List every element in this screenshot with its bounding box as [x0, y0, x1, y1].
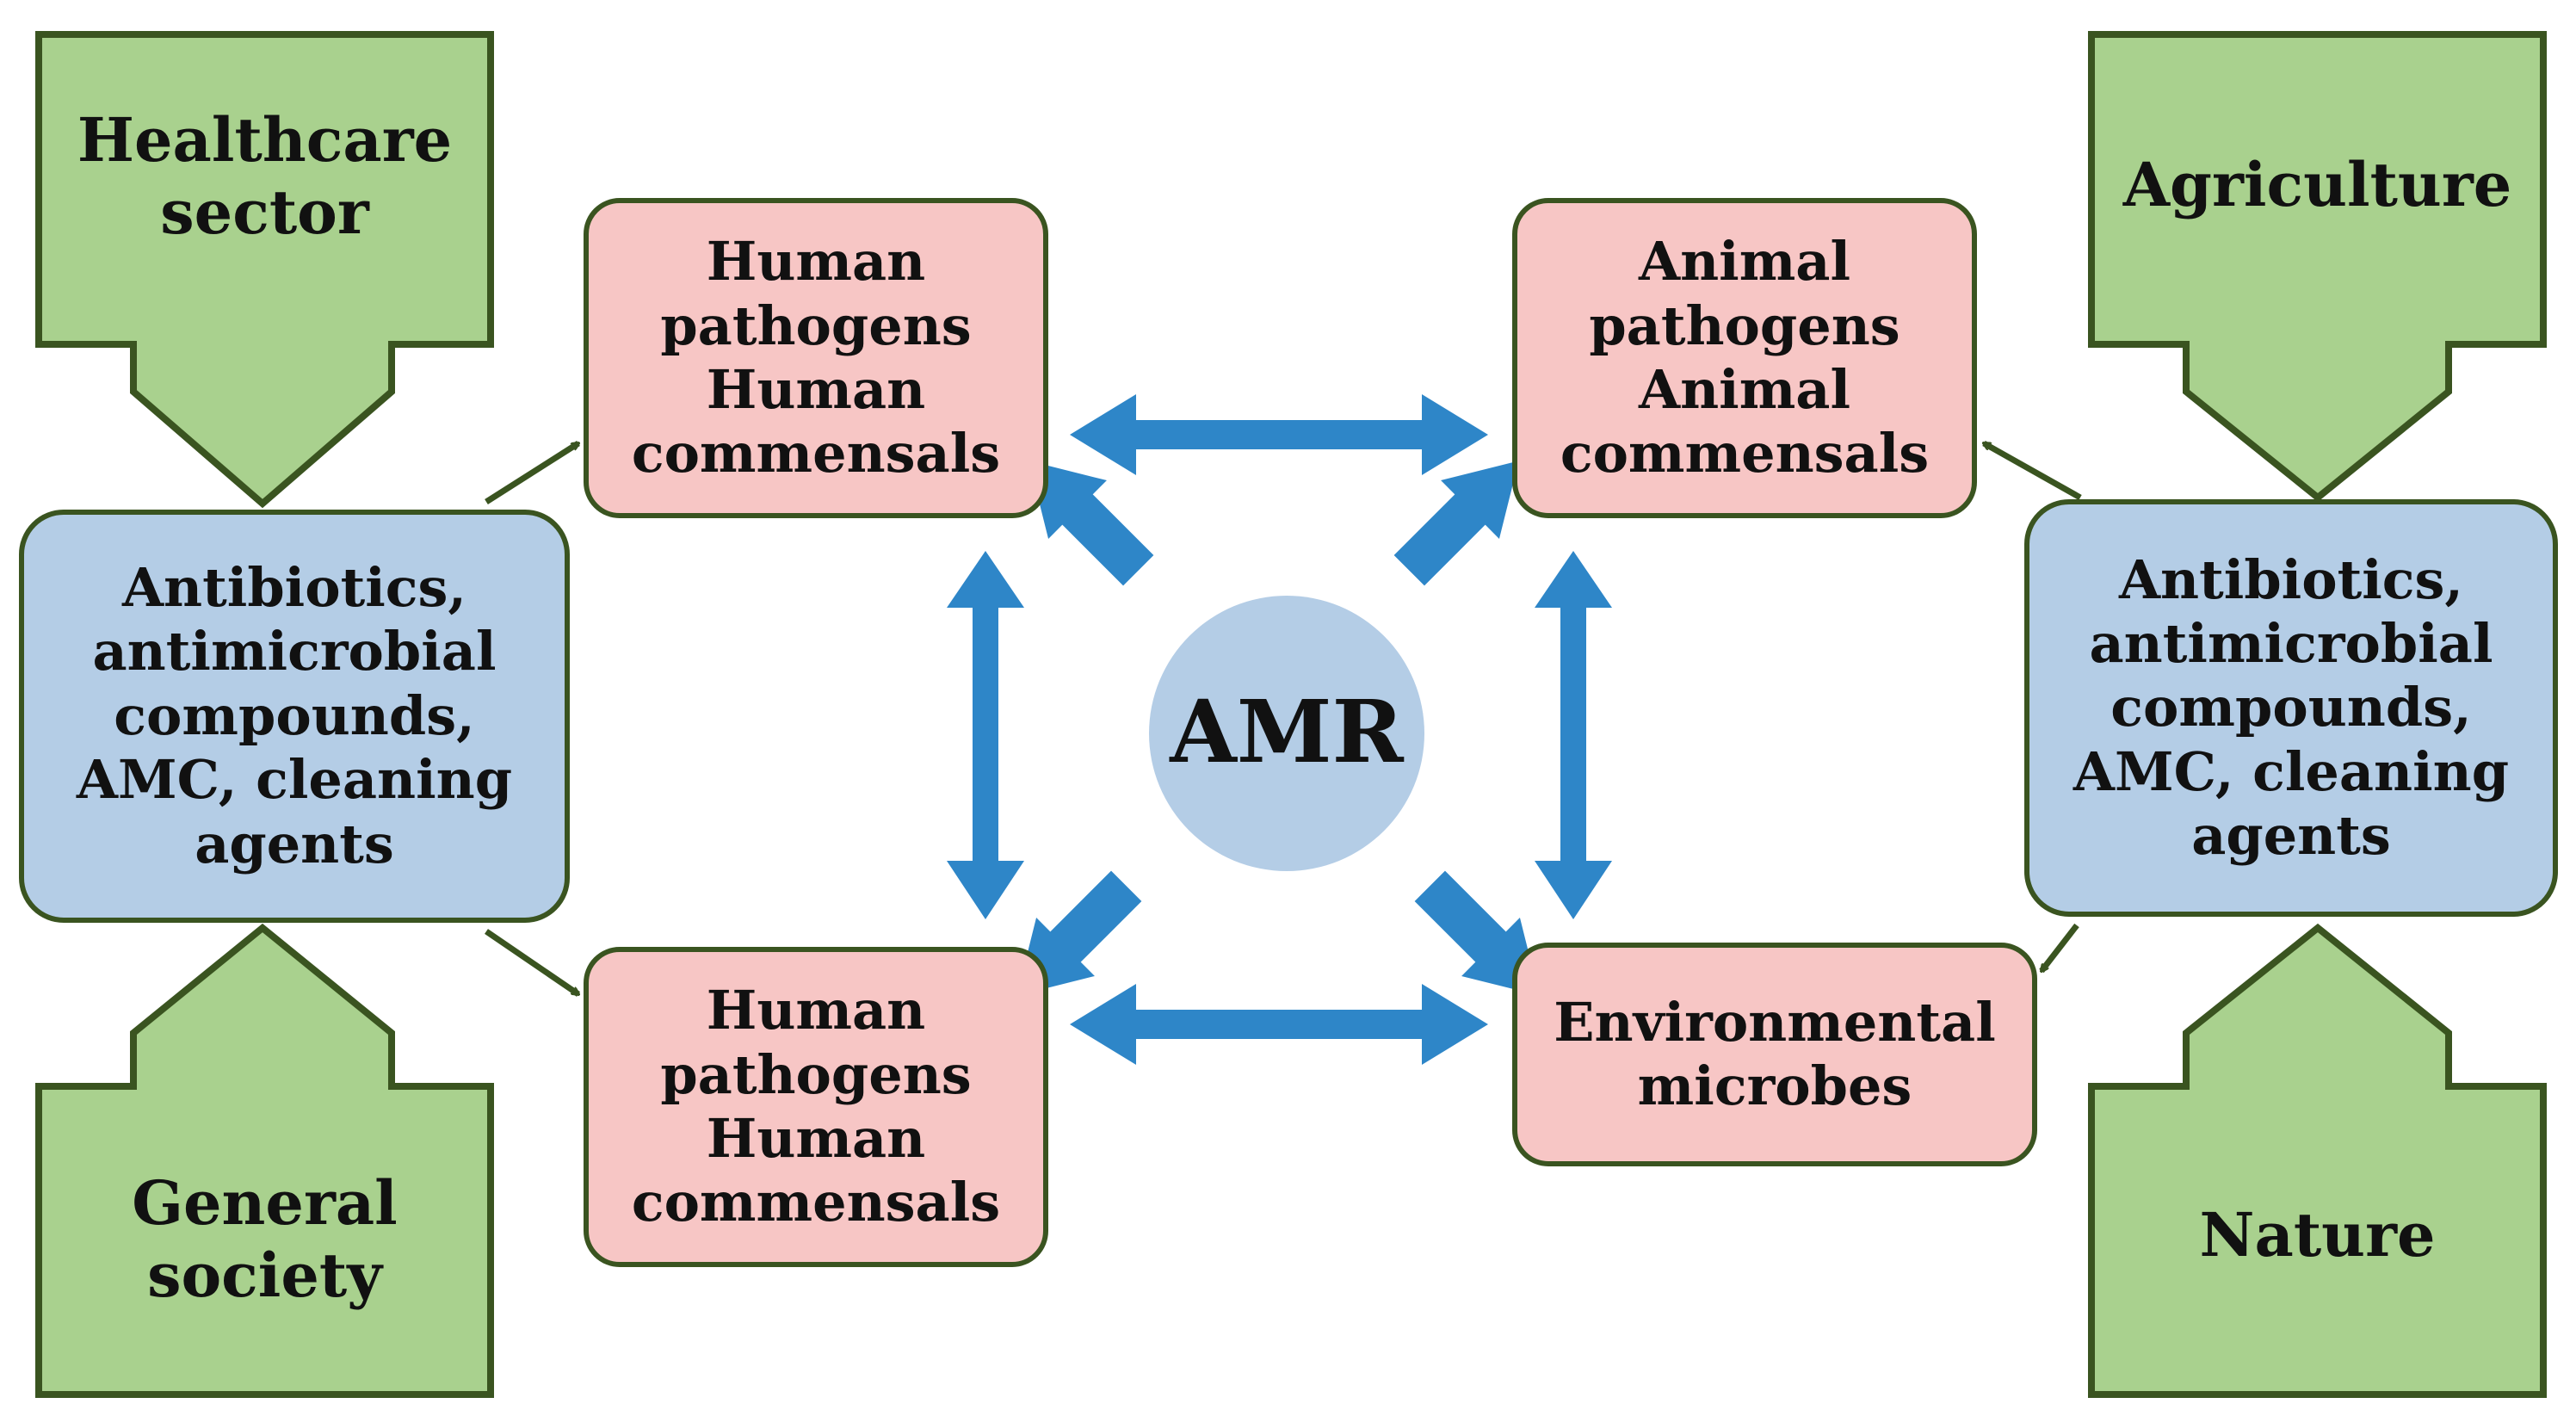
agents-to-human-top-connector [485, 441, 578, 504]
nature-label: Nature [2199, 1199, 2436, 1271]
right-agents-box: Antibiotics, antimicrobial compounds, AM… [2024, 499, 2558, 917]
human-microbes-bottom-box: Human pathogens Human commensals [584, 947, 1048, 1267]
agriculture-arrow [2088, 31, 2547, 503]
amr-label: AMR [1170, 681, 1404, 782]
amr-to-human-bottom-arrow [1016, 870, 1142, 996]
human-vertical-double-arrow [947, 551, 1024, 919]
healthcare-sector-arrow [35, 31, 494, 509]
environmental-microbes-box: Environmental microbes [1512, 943, 2037, 1166]
amr-to-environmental-arrow [1414, 870, 1540, 996]
amr-to-human-top-arrow [1029, 461, 1154, 586]
amr-to-animal-arrow [1393, 461, 1519, 586]
nature-arrow [2088, 923, 2547, 1398]
healthcare-sector-label: Healthcare sector [77, 104, 453, 248]
human-animal-double-arrow [1070, 394, 1488, 475]
human-microbes-top-box: Human pathogens Human commensals [584, 198, 1048, 518]
agents-to-environmental-connector [2039, 923, 2079, 971]
amr-circle [1149, 596, 1424, 871]
animal-microbes-box: Animal pathogens Animal commensals [1512, 198, 1977, 518]
animal-environment-vertical-double-arrow [1535, 551, 1612, 919]
agents-to-animal-connector [1984, 440, 2082, 501]
agriculture-label: Agriculture [2122, 149, 2512, 220]
agents-to-human-bottom-connector [485, 929, 578, 997]
general-society-arrow [35, 923, 494, 1398]
human-environment-double-arrow [1070, 984, 1488, 1065]
left-agents-box: Antibiotics, antimicrobial compounds, AM… [19, 510, 570, 923]
general-society-label: General society [132, 1167, 398, 1311]
